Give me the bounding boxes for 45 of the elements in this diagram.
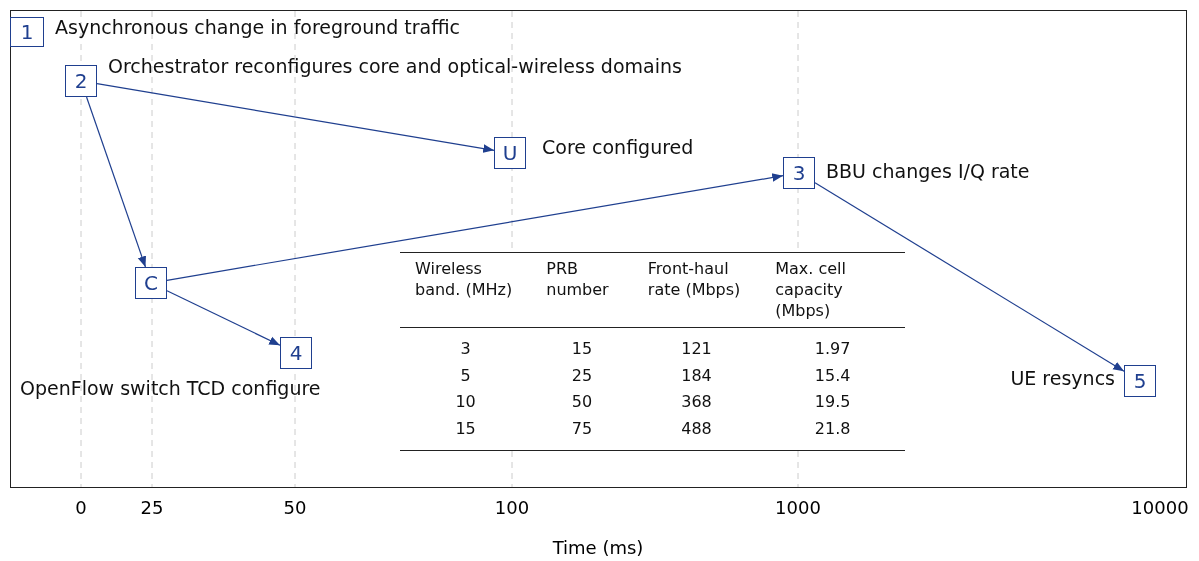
table-cell: 15 [531,327,633,363]
table-cell: 75 [531,415,633,451]
axis-title: Time (ms) [552,537,644,558]
axis-tick-label: 10000 [1131,497,1189,518]
step-description: Asynchronous change in foreground traffic [55,16,461,38]
table-cell: 15 [400,415,532,451]
axis-tick-label: 100 [494,497,530,518]
table-cell-text: 184 [680,364,713,387]
table-cell: 15.4 [760,362,905,390]
column-header: Max. cell capacity (Mbps) [760,252,905,328]
column-header: PRB number [531,252,633,328]
step-description: Orchestrator reconfigures core and optical-wireless domains [108,55,682,77]
table-cell-text: 50 [570,391,594,414]
arrow [814,182,1125,372]
column-header: Wireless band. (MHz) [400,252,532,328]
axis-tick-label: 50 [283,497,307,518]
arrow [96,83,495,153]
table-cell-text: 368 [680,391,713,414]
column-header: Front-haul rate (Mbps) [632,252,761,328]
table-cell: 5 [400,362,532,390]
table-cell: 19.5 [760,389,905,416]
step-description: OpenFlow switch TCD configure [20,377,321,399]
step-number-box: U [494,137,526,169]
table-cell: 10 [400,389,532,416]
table-cell: 121 [632,327,761,363]
arrow [166,290,281,346]
table-cell: 1.97 [760,327,905,363]
arrow [166,173,784,281]
step-number-box: 2 [65,65,97,97]
step-number-box: 3 [783,157,815,189]
axis-tick-label: 25 [140,497,164,518]
step-description: Core configured [542,136,694,158]
axis-tick-label: 1000 [775,497,821,518]
step-number-box: 1 [10,17,44,47]
table-cell-text: 25 [570,364,594,387]
table-cell: 21.8 [760,415,905,451]
table-cell: 3 [400,327,532,363]
step-number-box: 4 [280,337,312,369]
step-number-box: 5 [1124,365,1156,397]
step-number-box: C [135,267,167,299]
arrow [85,96,147,268]
step-description: BBU changes I/Q rate [826,160,1030,182]
axis-tick-label: 0 [75,497,87,518]
table-cell: 488 [632,415,761,451]
step-description: UE resyncs [1010,367,1115,389]
